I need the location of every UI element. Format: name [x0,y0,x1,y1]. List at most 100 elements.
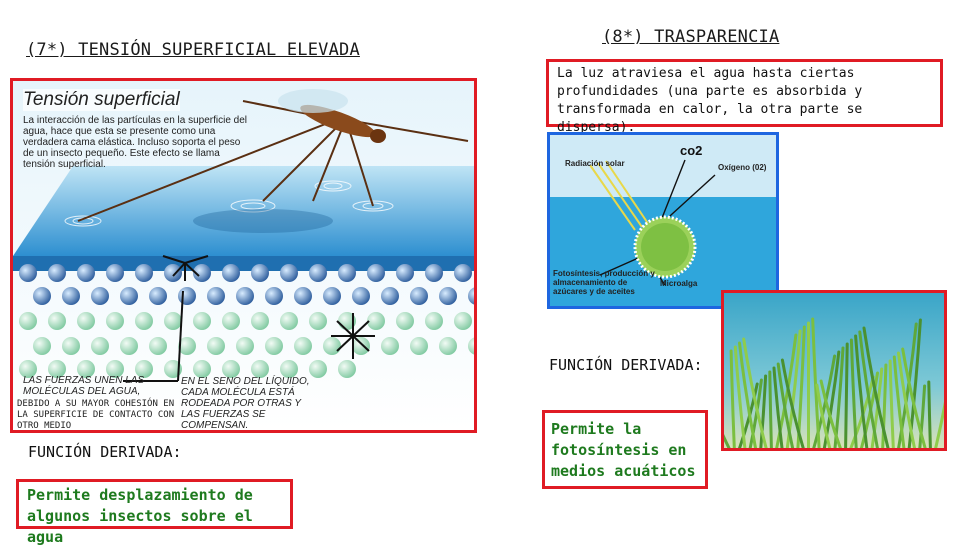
illustration-title: Tensión superficial [23,89,180,111]
seagrass-blade [768,370,773,448]
water-molecule [425,264,443,282]
seagrass-blade [927,380,932,448]
water-molecule [294,287,312,305]
water-molecule [77,264,95,282]
water-molecule [149,287,167,305]
function-text-left: Permite desplazamiento de algunos insect… [16,479,293,546]
label-photosynthesis-process: Fotosíntesis, producción y almacenamient… [553,269,655,296]
function-label-left: FUNCIÓN DERIVADA: [28,443,182,461]
water-molecule [77,312,95,330]
seagrass-blade [729,349,736,448]
water-molecule [207,287,225,305]
water-molecule [48,312,66,330]
water-molecule [396,312,414,330]
caption-balanced-forces: EN EL SENO DEL LÍQUIDO, CADA MOLÉCULA ES… [181,376,310,431]
water-molecule [280,312,298,330]
seagrass-blade [862,326,890,448]
water-molecule [367,312,385,330]
water-molecule [48,360,66,378]
seagrass-blade [724,434,731,448]
water-molecule [280,264,298,282]
caption-cohesion: DEBIDO A SU MAYOR COHESIÓN EN LA SUPERFI… [17,399,179,430]
water-molecule [193,312,211,330]
water-molecule [468,337,474,355]
seagrass-blade [780,358,805,448]
seagrass-blade [742,337,768,448]
water-molecule [193,360,211,378]
water-molecule [91,337,109,355]
seagrass-blade [892,355,906,448]
seagrass-blade [738,341,757,448]
water-molecule [164,312,182,330]
water-molecule [309,312,327,330]
seagrass-blade [811,317,821,448]
seagrass-blade [881,363,888,448]
water-molecule [48,264,66,282]
water-molecule [222,264,240,282]
water-molecule [207,337,225,355]
surface-tension-illustration: Tensión superficial La interacción de la… [10,78,477,433]
water-molecule [62,287,80,305]
water-molecule [91,287,109,305]
water-molecule [251,360,269,378]
water-molecule [323,287,341,305]
water-molecule [193,264,211,282]
water-molecule [77,360,95,378]
seagrass-blade [854,334,869,448]
water-molecule [33,287,51,305]
water-molecule [236,337,254,355]
water-molecule [120,287,138,305]
seagrass-blade [858,330,879,448]
water-molecule [338,360,356,378]
illustration-description: La interacción de las partículas en la s… [23,115,248,170]
function-label-right: FUNCIÓN DERIVADA: [549,356,703,374]
water-molecule [309,360,327,378]
function-text-right: Permite la fotosíntesis en medios acuáti… [542,410,708,489]
seagrass-blade [815,383,832,448]
water-molecule [381,287,399,305]
label-co2: co2 [680,143,703,158]
label-oxygen: Oxígeno (02) [718,163,767,172]
water-molecule [149,337,167,355]
water-molecule [222,312,240,330]
water-molecule [265,287,283,305]
water-molecule [106,264,124,282]
seagrass-blade [819,379,842,448]
water-molecule [222,360,240,378]
seagrass-blade [776,362,795,448]
water-molecule [19,264,37,282]
heading-transparency: (8*) TRASPARENCIA [602,27,780,47]
water-molecule [396,264,414,282]
water-molecule [352,337,370,355]
water-molecule [309,264,327,282]
water-molecule [352,287,370,305]
seagrass-blade [849,338,858,448]
water-molecule [33,337,51,355]
seagrass-blade [918,384,927,448]
water-molecule [410,337,428,355]
water-molecule [251,312,269,330]
water-molecule [236,287,254,305]
water-molecule [323,337,341,355]
water-molecule [62,337,80,355]
seagrass-blade [934,401,944,448]
water-molecule [454,312,472,330]
water-molecule [294,337,312,355]
water-molecule [381,337,399,355]
water-molecule [265,337,283,355]
label-microalga: Microalga [660,279,698,288]
water-molecule [367,264,385,282]
label-solar-radiation: Radiación solar [565,159,625,168]
photosynthesis-diagram: Radiación solar co2 Oxígeno (02) Fotosín… [547,132,779,309]
seagrass-photo [721,290,947,451]
caption-forces-unite: LAS FUERZAS UNEN LAS MOLÉCULAS DEL AGUA, [23,375,145,397]
water-molecule [338,264,356,282]
seagrass-blade [844,342,849,448]
water-molecule [410,287,428,305]
water-molecule [468,287,474,305]
seagrass-blade [901,347,927,448]
water-molecule [178,287,196,305]
water-molecule [120,337,138,355]
water-molecule [135,264,153,282]
water-molecule [19,360,37,378]
